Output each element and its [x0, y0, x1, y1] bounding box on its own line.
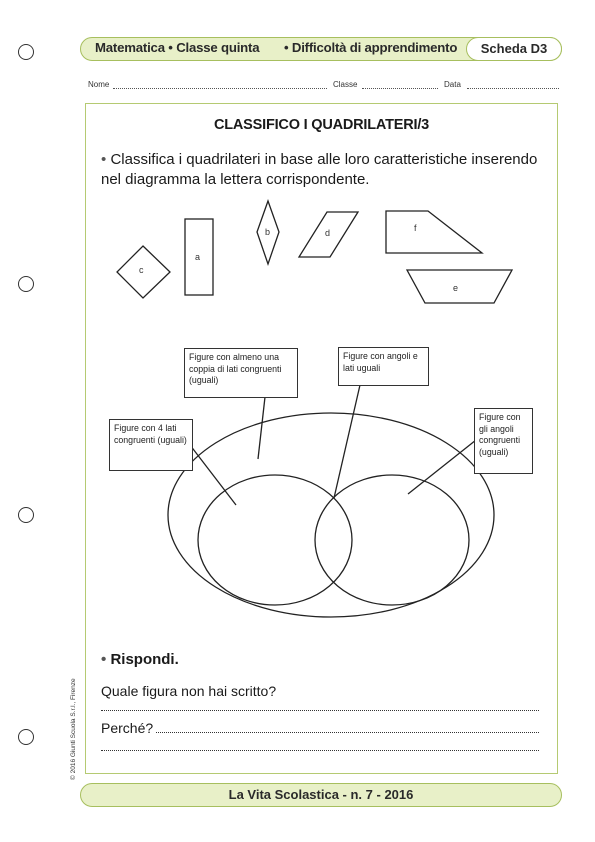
- copyright-notice: © 2016 Giunti Scuola S.r.l., Firenze: [70, 678, 77, 780]
- callout-pair-congruent: Figure con almeno una coppia di lati con…: [184, 348, 298, 398]
- label-d: d: [325, 228, 331, 238]
- name-field-line[interactable]: [113, 88, 327, 89]
- why-label: Perché?: [101, 720, 156, 736]
- callout-four-sides: Figure con 4 lati congruenti (uguali): [109, 419, 193, 471]
- callout-angles: Figure con gli angoli congruenti (uguali…: [474, 408, 533, 474]
- pointer-four-sides: [189, 444, 237, 506]
- binder-hole-3: [18, 507, 34, 523]
- right-circle: [314, 474, 470, 606]
- name-field-label: Nome: [88, 80, 110, 89]
- pointer-angles-sides: [333, 384, 361, 499]
- instruction-text: Classifica i quadrilateri in base alle l…: [101, 151, 538, 188]
- instruction-bullet: •: [101, 151, 107, 168]
- header-subject: Matematica • Classe quinta: [95, 40, 260, 55]
- shape-f-trapezoid: [385, 210, 484, 254]
- label-e: e: [453, 283, 459, 293]
- shape-b-rhombus: [256, 199, 280, 266]
- sheet-label: Scheda D3: [466, 37, 562, 61]
- pointer-angles: [407, 439, 477, 495]
- answer-line-2[interactable]: [101, 732, 539, 733]
- header-topic: • Difficoltà di apprendimento: [284, 40, 458, 55]
- binder-hole-2: [18, 276, 34, 292]
- class-field-line[interactable]: [362, 88, 438, 89]
- date-field-label: Data: [444, 80, 461, 89]
- date-field-line[interactable]: [467, 88, 559, 89]
- binder-hole-4: [18, 729, 34, 745]
- shape-d-parallelogram: [297, 211, 360, 258]
- class-field-label: Classe: [333, 80, 358, 89]
- shape-c-square: [116, 245, 171, 299]
- footer-bar: La Vita Scolastica - n. 7 - 2016: [80, 783, 562, 807]
- label-a: a: [195, 252, 201, 262]
- pointer-pair: [257, 396, 266, 460]
- shape-e-trapezoid: [405, 269, 514, 304]
- question-text: Quale figura non hai scritto?: [101, 683, 277, 699]
- shape-a-rectangle: [184, 218, 214, 296]
- outer-ellipse: [167, 412, 495, 618]
- label-c: c: [139, 265, 144, 275]
- answer-line-1[interactable]: [101, 710, 539, 711]
- answer-line-3[interactable]: [101, 750, 539, 751]
- left-circle: [197, 474, 353, 606]
- respond-heading: • Rispondi.: [101, 651, 179, 668]
- label-b: b: [265, 227, 271, 237]
- label-f: f: [414, 223, 417, 233]
- worksheet-title: CLASSIFICO I QUADRILATERI/3: [213, 117, 430, 133]
- callout-angles-sides: Figure con angoli e lati uguali: [338, 347, 429, 386]
- instruction: • Classifica i quadrilateri in base alle…: [101, 150, 551, 190]
- binder-hole-1: [18, 44, 34, 60]
